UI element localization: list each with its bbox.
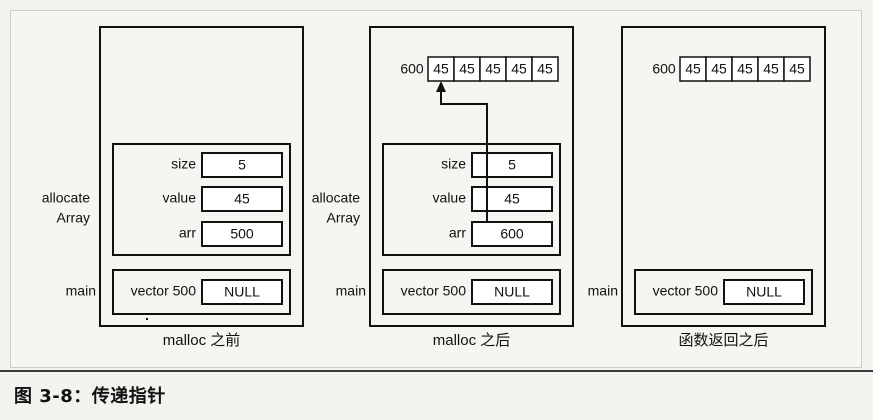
field-value-arr: 600	[500, 226, 524, 242]
field-name-value: value	[433, 190, 467, 206]
memory-panel-box	[621, 26, 826, 327]
field-name-vector: vector 500	[131, 283, 197, 299]
heap-cell-value: 45	[485, 61, 501, 77]
heap-cell-value: 45	[511, 61, 527, 77]
frame-label-allocate: allocate	[312, 190, 360, 206]
frame-label-allocate: allocate	[42, 190, 90, 206]
field-value-box	[201, 221, 283, 247]
main-frame	[382, 269, 561, 315]
heap-cell	[705, 56, 733, 82]
heap-cell-value: 45	[459, 61, 475, 77]
field-value-box	[201, 279, 283, 305]
field-value-vector: NULL	[746, 284, 782, 300]
heap-cell	[531, 56, 559, 82]
frame-label-array: Array	[327, 210, 360, 226]
main-frame	[112, 269, 291, 315]
field-value-box	[201, 186, 283, 212]
frame-label-main: main	[336, 283, 366, 299]
panel-caption: malloc 之后	[433, 332, 511, 349]
allocate-array-frame	[382, 143, 561, 256]
pointer-arrow-head	[436, 81, 446, 92]
field-name-value: value	[163, 190, 197, 206]
field-value-box	[471, 152, 553, 178]
heap-cell-value: 45	[789, 61, 805, 77]
heap-address-label: 600	[652, 61, 676, 77]
frame-label-main: main	[588, 283, 618, 299]
frame-label-array: Array	[57, 210, 90, 226]
figure-caption: 图 3-8：传递指针	[14, 386, 166, 407]
field-value-box	[471, 186, 553, 212]
panel-returned: 600 45 45 45 45 45 main vector 500 NULL 函数返回之后	[588, 26, 826, 349]
stray-dot	[146, 318, 148, 320]
field-value-box	[471, 279, 553, 305]
field-name-arr: arr	[179, 225, 196, 241]
field-value-vector: NULL	[224, 284, 260, 300]
main-frame	[634, 269, 813, 315]
heap-cell-value: 45	[737, 61, 753, 77]
field-name-size: size	[171, 156, 196, 172]
field-name-vector: vector 500	[653, 283, 719, 299]
pointer-arrow-line	[440, 88, 488, 222]
heap-address-label: 600	[400, 61, 424, 77]
field-value-box	[471, 221, 553, 247]
field-name-vector: vector 500	[401, 283, 467, 299]
heap-cell-value: 45	[711, 61, 727, 77]
caption-divider	[0, 370, 873, 372]
field-value-box	[201, 152, 283, 178]
field-value-arr: 500	[230, 226, 254, 242]
heap-cell-value: 45	[537, 61, 553, 77]
field-value-size: 5	[508, 157, 516, 173]
allocate-array-frame	[112, 143, 291, 256]
memory-panel-box	[99, 26, 304, 327]
field-name-arr: arr	[449, 225, 466, 241]
heap-cell-value: 45	[433, 61, 449, 77]
frame-label-main: main	[66, 283, 96, 299]
field-value-value: 45	[504, 191, 520, 207]
panel-caption: 函数返回之后	[678, 332, 768, 349]
heap-cell	[783, 56, 811, 82]
field-value-vector: NULL	[494, 284, 530, 300]
field-value-box	[723, 279, 805, 305]
panel-caption: malloc 之前	[163, 332, 241, 349]
heap-cell-value: 45	[685, 61, 701, 77]
field-value-value: 45	[234, 191, 250, 207]
memory-panel-box	[369, 26, 574, 327]
field-name-size: size	[441, 156, 466, 172]
heap-cell-value: 45	[763, 61, 779, 77]
field-value-size: 5	[238, 157, 246, 173]
